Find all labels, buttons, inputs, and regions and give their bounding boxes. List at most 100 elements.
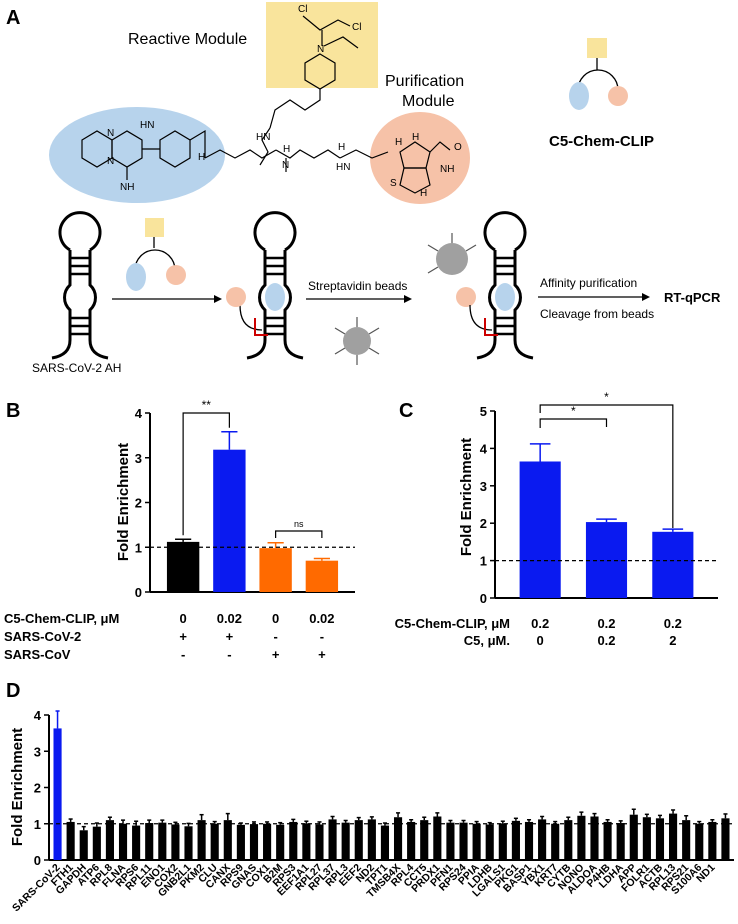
y-tick-label: 4 [135,406,143,421]
bar [669,813,678,860]
n-atom: N [107,128,114,139]
bar [302,823,311,860]
panel-a-label: A [6,7,20,29]
bar [276,824,285,860]
y-tick-label: 2 [480,516,487,531]
bar [171,824,180,860]
y-tick-label: 4 [480,441,488,456]
reactive-module-ellipse [49,107,225,203]
readout-label: RT-qPCR [664,290,721,305]
bar [459,822,468,860]
panel-c-ylabel: Fold Enrichment [458,438,475,556]
bar [407,821,416,860]
significance-bracket [539,404,674,528]
row-label: C5, μM. [464,633,510,648]
bound-reactive-module [265,283,285,311]
bar [263,823,272,860]
condition-value: 0.2 [531,616,549,631]
bar [524,821,534,860]
bar [249,824,259,860]
probe-icon [569,38,628,110]
significance-label: ** [202,398,212,412]
n-atom: N [282,160,289,171]
condition-value: 0.2 [597,633,615,648]
panel-a: A Reactive Module Purification Module [6,2,721,375]
bar [519,461,561,598]
condition-value: + [226,629,234,644]
bar [485,824,494,860]
bar [590,816,599,860]
h-atom: H [412,132,419,143]
bar [166,541,200,592]
bar [354,820,363,860]
bar [564,820,573,860]
purification-module-label-2: Module [402,93,455,110]
bar [341,822,350,860]
y-tick-label: 0 [480,591,487,606]
bar [655,818,665,860]
condition-value: 0.2 [664,616,682,631]
bar [585,522,628,598]
bar [105,820,114,860]
bar [132,825,141,860]
bar [616,823,625,860]
arrow-head [214,295,222,303]
bar [708,821,717,860]
bar [420,820,429,860]
bar [289,821,298,860]
bar [213,449,246,592]
condition-value: 0 [180,611,187,626]
y-tick-label: 4 [34,708,42,723]
bound-purification-module [456,287,476,307]
bar [551,823,560,860]
bar [145,823,154,860]
condition-value: - [181,647,185,662]
bar [642,817,651,860]
bar [223,820,232,860]
s-atom: S [390,178,397,189]
nh-atom: NH [120,182,134,193]
bar [603,821,612,860]
panel-d-label: D [6,680,20,702]
y-tick-label: 5 [480,404,487,419]
y-tick-label: 3 [34,744,41,759]
bar [259,548,292,592]
row-label: SARS-CoV-2 [4,629,81,644]
condition-value: 0.02 [309,611,334,626]
bar [498,823,507,860]
bar [433,816,442,860]
bar [538,819,547,860]
condition-value: 0.2 [597,616,615,631]
bar [118,823,128,860]
condition-value: - [227,647,231,662]
y-tick-label: 3 [135,451,142,466]
hn-atom: HN [256,132,270,143]
step-streptavidin-label: Streptavidin beads [308,279,407,293]
bead-on-probe [427,233,477,275]
bar [236,824,245,860]
h-atom: H [198,152,205,163]
condition-value: - [273,629,277,644]
probe-name: C5-Chem-CLIP [549,133,654,150]
y-tick-label: 0 [34,853,41,868]
probe-icon-step1 [126,218,186,291]
bar [652,531,694,598]
bar [682,820,691,860]
bar [53,728,62,860]
step-affinity-label: Affinity purification [540,276,637,290]
nh-atom: NH [440,164,454,175]
bar [92,826,101,860]
y-tick-label: 1 [34,817,41,832]
h-atom: H [283,144,290,155]
purification-module-label-1: Purification [385,73,464,90]
bar [305,560,339,592]
crosslink-mark [484,318,498,336]
row-label: C5-Chem-CLIP, μM [4,611,119,626]
h-atom: H [395,137,402,148]
bar [184,826,193,860]
n-atom: N [107,156,114,167]
